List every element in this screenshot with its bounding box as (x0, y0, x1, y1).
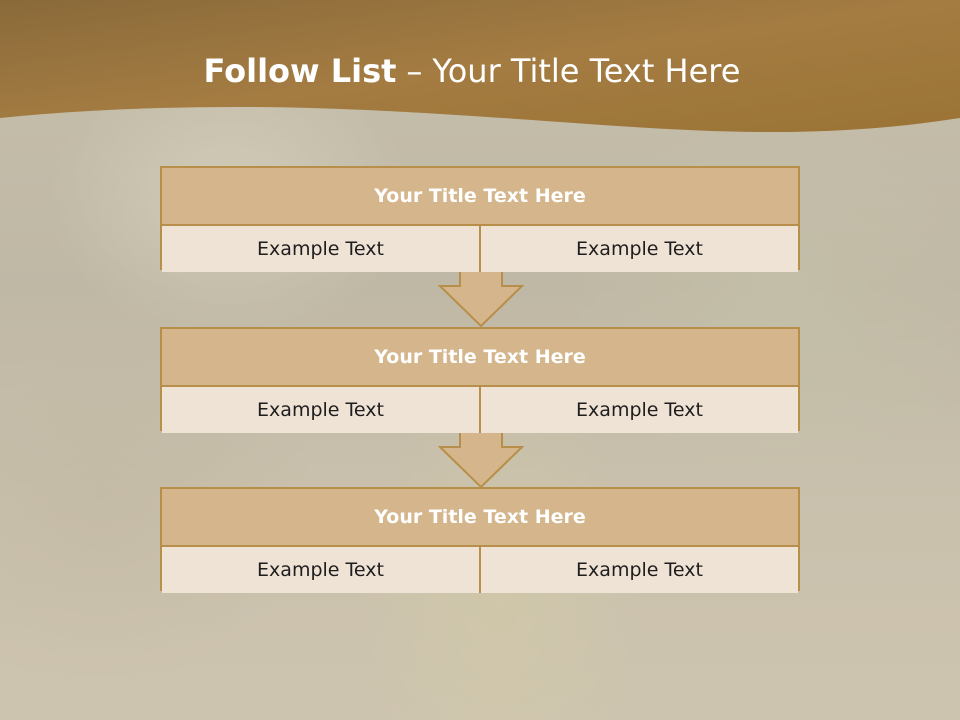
block-row: Example Text Example Text (162, 547, 798, 593)
down-arrow-2 (438, 429, 524, 489)
list-block-2: Your Title Text Here Example Text Exampl… (160, 327, 800, 433)
block-title: Your Title Text Here (162, 168, 798, 226)
block-cell-left: Example Text (162, 547, 479, 593)
block-cell-left: Example Text (162, 387, 479, 433)
title-rest: Your Title Text Here (432, 52, 741, 90)
block-row: Example Text Example Text (162, 226, 798, 272)
block-cell-right: Example Text (479, 387, 798, 433)
block-cell-right: Example Text (479, 226, 798, 272)
down-arrow-1 (438, 268, 524, 328)
list-block-1: Your Title Text Here Example Text Exampl… (160, 166, 800, 272)
list-block-3: Your Title Text Here Example Text Exampl… (160, 487, 800, 593)
block-row: Example Text Example Text (162, 387, 798, 433)
slide-title: Follow List–Your Title Text Here (0, 52, 944, 90)
block-cell-right: Example Text (479, 547, 798, 593)
block-cell-left: Example Text (162, 226, 479, 272)
header-banner (0, 0, 960, 133)
block-title: Your Title Text Here (162, 489, 798, 547)
title-bold: Follow List (203, 52, 397, 90)
block-title: Your Title Text Here (162, 329, 798, 387)
title-separator: – (406, 52, 423, 90)
